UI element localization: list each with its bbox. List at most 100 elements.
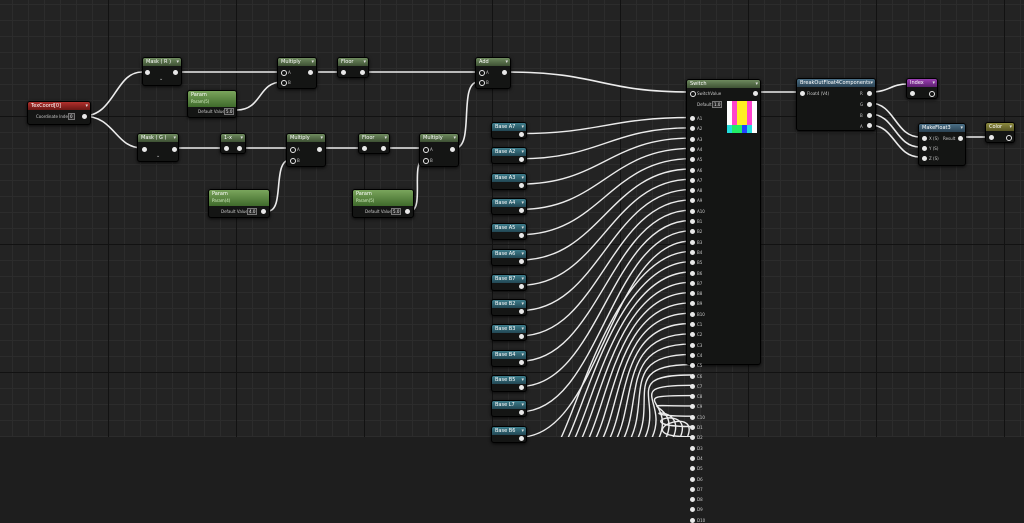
switch-input-pin[interactable] xyxy=(690,146,695,152)
switch-input-pin[interactable] xyxy=(690,383,695,389)
switch-input-pin[interactable] xyxy=(690,126,695,132)
default-value-field[interactable]: 4.0 xyxy=(247,208,258,215)
input-pin-b[interactable] xyxy=(290,158,296,164)
base-node[interactable]: Base A5▾ xyxy=(491,223,527,241)
switch-value-pin[interactable] xyxy=(690,91,696,97)
switch-input-pin[interactable] xyxy=(690,198,695,204)
input-pin-b[interactable] xyxy=(423,158,429,164)
floor-node-1[interactable]: Floor▾ xyxy=(337,57,369,78)
chevron-down-icon[interactable]: ▾ xyxy=(363,59,366,65)
switch-input-pin[interactable] xyxy=(690,188,695,194)
output-pin[interactable] xyxy=(360,70,365,75)
chevron-down-icon[interactable]: ▾ xyxy=(960,125,963,131)
switch-input-pin[interactable] xyxy=(690,373,695,379)
input-pin[interactable] xyxy=(989,135,994,140)
switch-input-pin[interactable] xyxy=(690,208,695,214)
mask-g-node[interactable]: Mask ( G )▾ ⌄ xyxy=(137,133,179,162)
output-pin[interactable] xyxy=(519,157,524,163)
output-pin[interactable] xyxy=(381,146,386,151)
output-pin[interactable] xyxy=(308,70,313,75)
output-pin-g[interactable] xyxy=(867,102,872,107)
switch-input-pin[interactable] xyxy=(690,445,695,451)
switch-input-pin[interactable] xyxy=(690,425,695,430)
output-pin[interactable] xyxy=(237,146,242,151)
switch-input-pin[interactable] xyxy=(690,332,695,338)
base-node[interactable]: Base A7▾ xyxy=(491,122,527,139)
chevron-down-icon[interactable]: ▾ xyxy=(521,225,524,232)
chevron-down-icon[interactable]: ▾ xyxy=(932,80,935,86)
chevron-down-icon[interactable]: ▾ xyxy=(85,103,88,109)
switch-input-pin[interactable] xyxy=(690,517,695,523)
chevron-down-icon[interactable]: ▾ xyxy=(521,275,524,282)
output-pin[interactable] xyxy=(929,91,935,97)
output-pin[interactable] xyxy=(172,147,177,152)
switch-input-pin[interactable] xyxy=(690,177,695,183)
switch-input-pin[interactable] xyxy=(690,239,695,245)
chevron-down-icon[interactable]: ▾ xyxy=(453,135,456,141)
chevron-down-icon[interactable]: ▾ xyxy=(521,250,524,257)
input-pin-b[interactable] xyxy=(281,80,287,86)
default-value-field[interactable]: 5.0 xyxy=(224,108,235,115)
output-pin[interactable] xyxy=(519,410,524,416)
input-pin-b[interactable] xyxy=(479,80,485,86)
switch-input-pin[interactable] xyxy=(690,455,695,461)
switch-input-pin[interactable] xyxy=(690,270,695,276)
chevron-down-icon[interactable]: ▾ xyxy=(521,301,524,308)
switch-input-pin[interactable] xyxy=(690,414,695,420)
input-pin-a[interactable] xyxy=(479,70,485,76)
switch-input-pin[interactable] xyxy=(690,167,695,173)
input-pin[interactable] xyxy=(145,70,150,75)
chevron-down-icon[interactable]: ▾ xyxy=(521,402,524,409)
chevron-down-icon[interactable]: ▾ xyxy=(176,59,179,65)
output-pin[interactable] xyxy=(405,209,410,214)
chevron-down-icon[interactable]: ▾ xyxy=(755,81,758,87)
output-pin[interactable] xyxy=(450,147,455,152)
output-pin-r[interactable] xyxy=(867,91,872,96)
switch-input-pin[interactable] xyxy=(690,260,695,266)
chevron-down-icon[interactable]: ▾ xyxy=(521,124,524,130)
input-pin[interactable] xyxy=(910,91,915,96)
input-pin-a[interactable] xyxy=(281,70,287,76)
break-out-float4-node[interactable]: BreakOutFloat4Components▾ Float4 (V4) R … xyxy=(796,78,876,131)
switch-input-pin[interactable] xyxy=(690,466,695,472)
chevron-down-icon[interactable]: ▾ xyxy=(320,135,323,141)
chevron-down-icon[interactable]: ▾ xyxy=(521,326,524,333)
chevron-down-icon[interactable]: ▾ xyxy=(521,199,524,206)
chevron-down-icon[interactable]: ▾ xyxy=(384,135,387,141)
switch-input-pin[interactable] xyxy=(690,219,695,224)
output-pin[interactable] xyxy=(317,147,322,152)
switch-input-pin[interactable] xyxy=(690,291,695,297)
output-pin[interactable] xyxy=(261,209,266,214)
base-node[interactable]: Base B6▾ xyxy=(491,425,527,443)
output-pin[interactable] xyxy=(519,233,524,239)
input-pin-a[interactable] xyxy=(423,147,429,153)
base-node[interactable]: Base A2▾ xyxy=(491,147,527,165)
expand-icon[interactable]: ⌄ xyxy=(156,153,161,159)
switch-input-pin[interactable] xyxy=(690,157,695,163)
base-node[interactable]: Base B5▾ xyxy=(491,375,527,392)
switch-input-pin[interactable] xyxy=(690,116,695,121)
input-pin[interactable] xyxy=(362,146,367,151)
switch-input-pin[interactable] xyxy=(690,136,695,142)
chevron-down-icon[interactable]: ▾ xyxy=(521,351,524,358)
output-pin[interactable] xyxy=(173,70,178,75)
base-node[interactable]: Base B4▾ xyxy=(491,349,527,367)
make-float3-node[interactable]: MakeFloat3▾ X (S) Y (S) Z (S) Result xyxy=(918,123,966,166)
output-pin[interactable] xyxy=(958,136,963,141)
add-node[interactable]: Add▾ A B xyxy=(475,57,511,89)
texcoord-node[interactable]: TexCoord[0]▾ Coordinate Index 0 xyxy=(27,101,91,125)
output-pin[interactable] xyxy=(519,182,524,188)
coordinate-index-field[interactable]: 0 xyxy=(68,113,75,120)
output-pin[interactable] xyxy=(519,132,524,137)
switch-input-pin[interactable] xyxy=(690,342,695,348)
output-pin[interactable] xyxy=(1006,135,1012,141)
output-pin[interactable] xyxy=(519,385,524,390)
switch-input-pin[interactable] xyxy=(690,280,695,286)
switch-input-pin[interactable] xyxy=(690,394,695,400)
switch-input-pin[interactable] xyxy=(690,322,695,327)
output-pin-a[interactable] xyxy=(867,123,872,128)
output-pin[interactable] xyxy=(82,114,87,119)
